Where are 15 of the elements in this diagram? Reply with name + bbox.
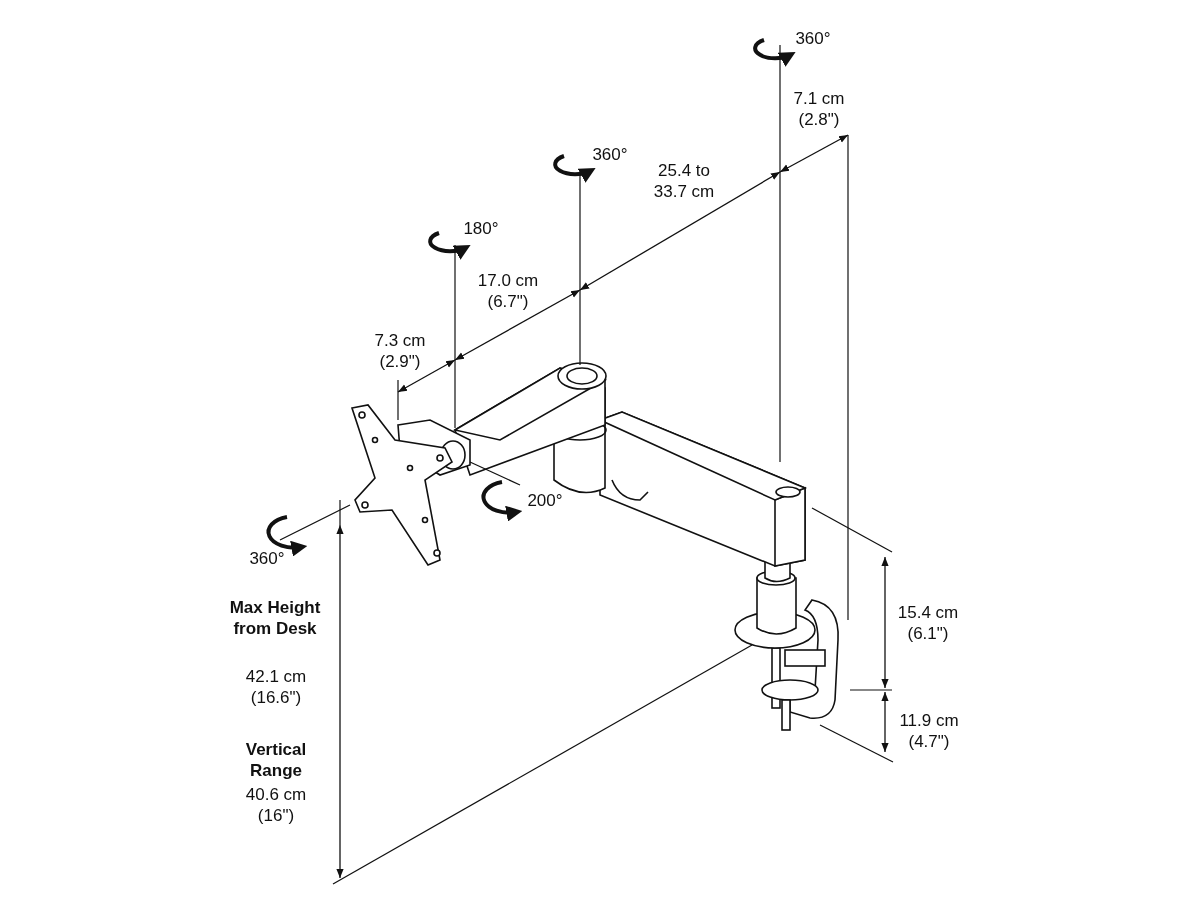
- rotation-label: 180°: [462, 218, 500, 239]
- dimension-heading: Max Height from Desk: [228, 597, 322, 639]
- rotation-label: 360°: [794, 28, 832, 49]
- dimension-label: 25.4 to 33.7 cm: [652, 160, 716, 202]
- dimension-label: 42.1 cm (16.6"): [244, 666, 308, 708]
- rotation-label: 360°: [591, 144, 629, 165]
- rotation-label: 200°: [526, 490, 564, 511]
- dimension-label: 7.1 cm (2.8"): [792, 88, 846, 130]
- dimension-heading: Vertical Range: [244, 739, 308, 781]
- dimension-label: 11.9 cm (4.7"): [898, 710, 960, 752]
- dimension-label: 15.4 cm (6.1"): [896, 602, 960, 644]
- dimension-label: 7.3 cm (2.9"): [373, 330, 427, 372]
- dimension-label: 40.6 cm (16"): [244, 784, 308, 826]
- rotation-label: 360°: [248, 548, 286, 569]
- dimension-label: 17.0 cm (6.7"): [476, 270, 540, 312]
